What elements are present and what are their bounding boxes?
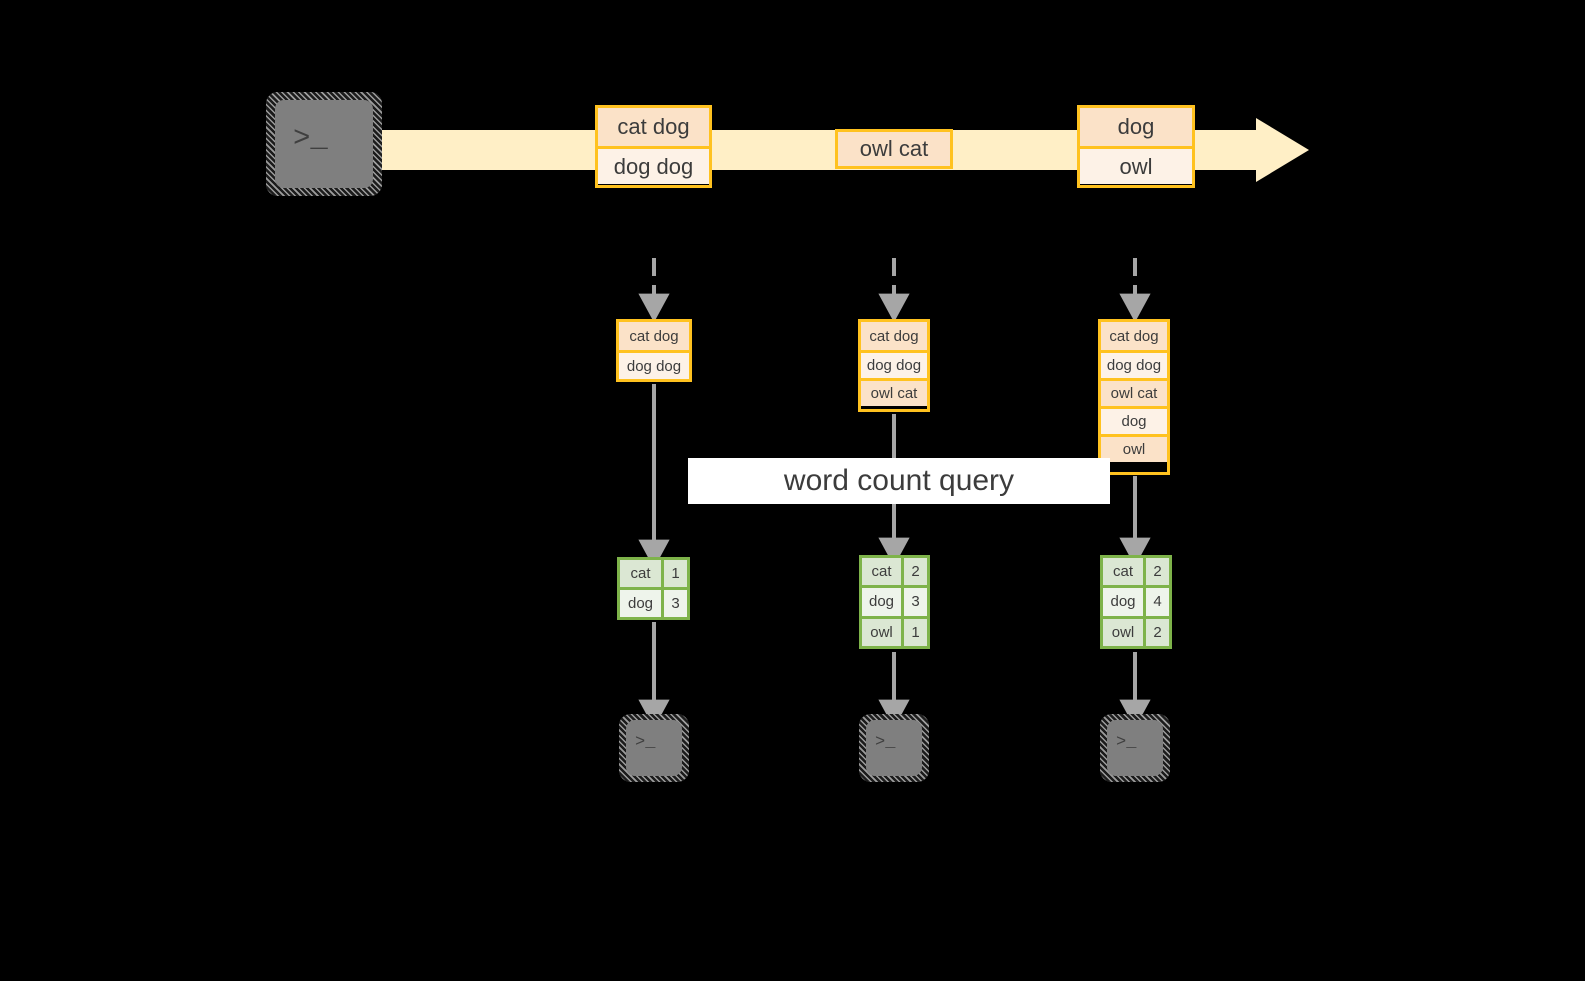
input-table-1: cat dog dog dog <box>616 319 692 382</box>
result-count: 4 <box>1146 588 1169 616</box>
result-row: owl 1 <box>862 615 927 646</box>
input-row: owl cat <box>861 378 927 406</box>
terminal-prompt-glyph: >_ <box>635 733 656 752</box>
input-row: dog <box>1101 406 1167 434</box>
query-label: word count query <box>688 458 1110 504</box>
result-word: cat <box>862 558 904 586</box>
result-table-2: cat 2 dog 3 owl 1 <box>859 555 930 649</box>
result-count: 1 <box>664 560 687 587</box>
result-row: cat 1 <box>620 560 687 587</box>
input-row: cat dog <box>1101 322 1167 350</box>
input-row: owl cat <box>1101 378 1167 406</box>
result-word: cat <box>1103 558 1146 586</box>
sink-terminal-3: >_ <box>1100 714 1170 782</box>
input-row: cat dog <box>619 322 689 350</box>
result-count: 2 <box>1146 618 1169 646</box>
stream-record-2: owl cat <box>835 129 953 169</box>
result-count: 2 <box>904 558 927 586</box>
result-count: 3 <box>664 590 687 617</box>
stream-record-1: cat dog dog dog <box>595 105 712 188</box>
stream-record-3: dog owl <box>1077 105 1195 188</box>
stream-record-line: owl cat <box>838 132 950 166</box>
result-row: owl 2 <box>1103 615 1169 646</box>
input-row: dog dog <box>1101 350 1167 378</box>
stream-record-line: owl <box>1080 146 1192 184</box>
stream-record-line: dog dog <box>598 146 709 184</box>
terminal-body <box>1107 720 1163 776</box>
result-table-1: cat 1 dog 3 <box>617 557 690 620</box>
terminal-prompt-glyph: >_ <box>1116 733 1137 752</box>
terminal-body <box>275 100 373 188</box>
result-count: 3 <box>904 588 927 616</box>
terminal-body <box>626 720 682 776</box>
result-row: cat 2 <box>1103 558 1169 586</box>
result-row: dog 3 <box>620 587 687 617</box>
result-row: dog 4 <box>1103 585 1169 616</box>
result-word: dog <box>1103 588 1146 616</box>
input-row: dog dog <box>619 350 689 379</box>
result-word: owl <box>862 618 904 646</box>
result-word: owl <box>1103 618 1146 646</box>
result-count: 2 <box>1146 558 1169 586</box>
result-word: dog <box>862 588 904 616</box>
stream-record-line: cat dog <box>598 108 709 146</box>
result-word: cat <box>620 560 664 587</box>
result-word: dog <box>620 590 664 617</box>
source-terminal-icon: >_ <box>266 92 382 196</box>
input-row: owl <box>1101 434 1167 462</box>
input-row: dog dog <box>861 350 927 378</box>
input-table-2: cat dog dog dog owl cat <box>858 319 930 412</box>
terminal-prompt-glyph: >_ <box>875 733 896 752</box>
result-table-3: cat 2 dog 4 owl 2 <box>1100 555 1172 649</box>
input-row: cat dog <box>861 322 927 350</box>
result-count: 1 <box>904 618 927 646</box>
input-table-3: cat dog dog dog owl cat dog owl <box>1098 319 1170 475</box>
stream-record-line: dog <box>1080 108 1192 146</box>
sink-terminal-2: >_ <box>859 714 929 782</box>
result-row: dog 3 <box>862 585 927 616</box>
result-row: cat 2 <box>862 558 927 586</box>
sink-terminal-1: >_ <box>619 714 689 782</box>
terminal-body <box>866 720 922 776</box>
terminal-prompt-glyph: >_ <box>293 122 328 155</box>
